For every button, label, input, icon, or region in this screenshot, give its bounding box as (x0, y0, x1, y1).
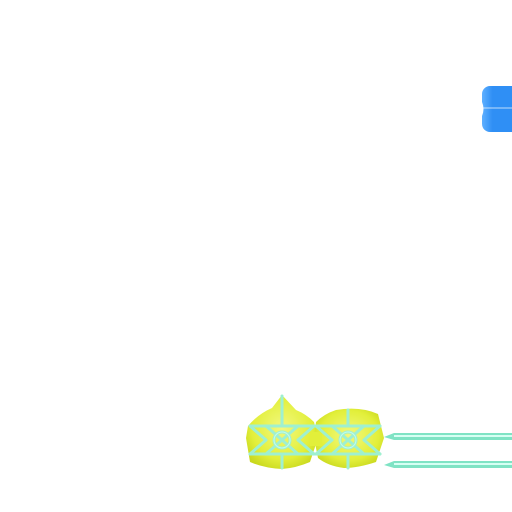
twin-hex-pod-ship-icon (246, 394, 384, 470)
blue-tab-icon (482, 86, 512, 132)
rail-top (384, 431, 512, 443)
player-ship (244, 392, 386, 472)
laser-rail-icon (384, 461, 512, 468)
rail-bottom (384, 459, 512, 471)
laser-rail-icon (384, 433, 512, 440)
